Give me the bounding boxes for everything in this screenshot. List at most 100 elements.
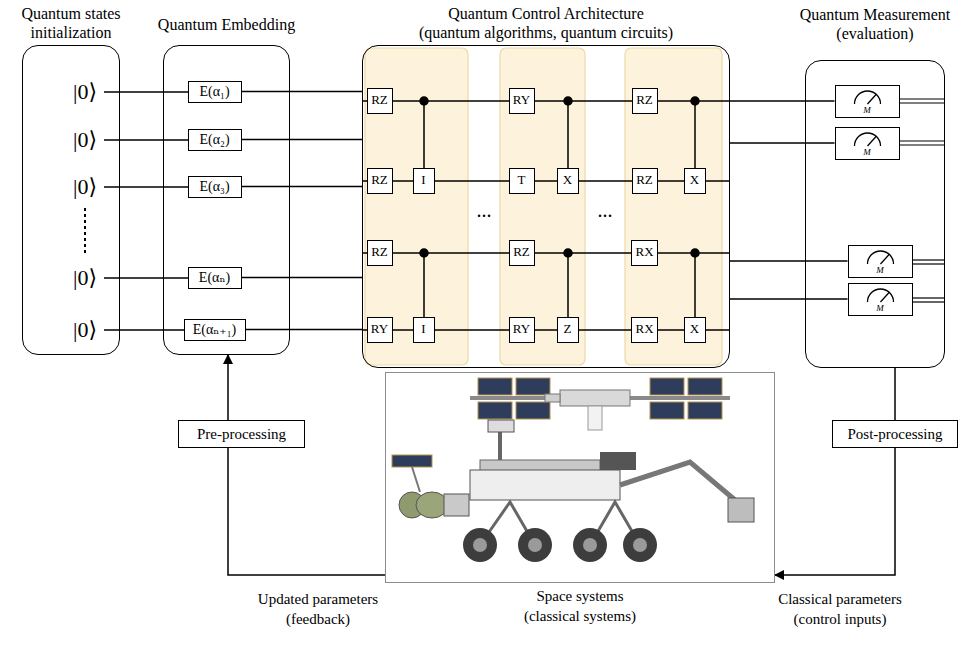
gate-label: RZ: [371, 245, 388, 259]
gate-label: X: [690, 173, 699, 187]
box-label: M: [876, 266, 884, 275]
qubit-state-label: |0⟩: [73, 176, 97, 198]
measurement-meter: M: [848, 245, 913, 278]
control-link: [567, 101, 569, 168]
meter-gauge-symbol: [881, 292, 890, 302]
box-label: Post-processing: [848, 426, 943, 443]
qubit-wire: [104, 139, 190, 141]
gate-box: RY: [509, 88, 535, 114]
connector-line: [246, 329, 363, 331]
qubit-state-label: |0⟩: [73, 129, 97, 151]
process-box: E(αₙ): [188, 267, 242, 289]
connector-line: [730, 142, 835, 144]
ellipsis-label: ...: [477, 200, 492, 220]
box-label: M: [863, 148, 871, 157]
box-label: M: [876, 304, 884, 313]
space-station-illustration: [545, 394, 560, 402]
qubit-wire: [362, 252, 730, 254]
qubit-wire: [104, 329, 190, 331]
space-station-illustration: [478, 402, 512, 419]
box-label: E(αₙ₊₁): [193, 322, 237, 337]
panel-heading: Space systems(classical systems): [524, 587, 636, 626]
gate-label: X: [563, 173, 572, 187]
rover-illustration: [633, 538, 647, 552]
edge-label: Classical parameters (control inputs): [765, 590, 915, 629]
gate-label: RY: [513, 322, 530, 336]
qubit-wire: [104, 186, 190, 188]
gate-label: X: [690, 322, 699, 336]
qubit-state-label: |0⟩: [73, 81, 97, 103]
gate-label: T: [518, 173, 526, 187]
process-box: E(α₁): [188, 81, 242, 103]
rover-illustration: [573, 528, 607, 562]
panel-heading: Quantum Control Architecture(quantum alg…: [419, 5, 673, 42]
connector-line: [242, 139, 363, 141]
gate-box: RY: [367, 317, 393, 343]
circuit-block-band: [500, 48, 585, 365]
connector-line: [775, 448, 895, 575]
box-label: E(α₁): [199, 84, 229, 99]
gate-box: RZ: [367, 240, 393, 266]
heading-text: Quantum states initialization: [15, 5, 127, 42]
ellipsis-dashes: [85, 208, 86, 254]
connector-line: [242, 91, 363, 93]
control-link: [694, 253, 696, 317]
control-link: [691, 97, 699, 105]
gate-label: RX: [635, 322, 653, 336]
gate-box: I: [413, 317, 435, 343]
gate-label: RX: [635, 245, 653, 259]
meter-gauge-symbol: [868, 136, 877, 146]
gate-label: RY: [371, 322, 388, 336]
classical-double-wire: [900, 102, 945, 103]
circuit-block-band: [625, 48, 722, 365]
gate-box: RZ: [632, 88, 658, 114]
process-box: Post-processing: [832, 420, 958, 448]
gate-box: Z: [557, 317, 579, 343]
rover-illustration: [463, 528, 497, 562]
gate-box: X: [684, 168, 706, 194]
process-box: E(α₂): [188, 129, 242, 151]
gate-box: RZ: [367, 88, 393, 114]
rover-illustration: [470, 470, 620, 500]
gate-box: RX: [631, 317, 658, 343]
meter-gauge-symbol: [868, 94, 877, 104]
circuit-block-band: [365, 48, 722, 365]
gate-label: I: [421, 322, 425, 336]
qubit-wire: [104, 277, 190, 279]
gate-label: Z: [564, 322, 572, 336]
process-box: E(αₙ₊₁): [184, 319, 246, 341]
classical-double-wire: [913, 297, 945, 298]
connector-line: [242, 186, 363, 188]
measurement-meter: M: [848, 283, 913, 316]
measurement-meter: M: [835, 85, 900, 118]
rover-illustration: [623, 528, 657, 562]
connector-line: [242, 277, 363, 279]
space-station-illustration: [516, 378, 550, 395]
heading-text: Space systems: [524, 587, 636, 607]
circuit-block-band: [365, 48, 468, 365]
control-link: [420, 97, 428, 105]
qubit-state-label: |0⟩: [73, 319, 97, 341]
meter-gauge-symbol: [881, 254, 890, 264]
meter-label: M: [863, 106, 871, 115]
gate-box: T: [509, 168, 535, 194]
gate-box: RY: [509, 317, 535, 343]
gate-label: RY: [513, 93, 530, 107]
control-link: [564, 97, 572, 105]
stage-panel: Quantum Control Architecture(quantum alg…: [362, 45, 730, 368]
classical-double-wire: [900, 98, 945, 99]
control-link: [420, 249, 428, 257]
gate-label: RZ: [636, 93, 653, 107]
connector-line: [228, 448, 385, 575]
meter-gauge-symbol: [855, 91, 881, 104]
heading-text: (quantum algorithms, quantum circuits): [419, 24, 673, 42]
box-label: M: [863, 106, 871, 115]
rover-illustration: [600, 452, 636, 470]
classical-double-wire: [900, 144, 945, 145]
box-label: E(α₂): [199, 132, 229, 147]
ellipsis-label: ...: [598, 200, 613, 220]
qubit-wire: [104, 91, 190, 93]
